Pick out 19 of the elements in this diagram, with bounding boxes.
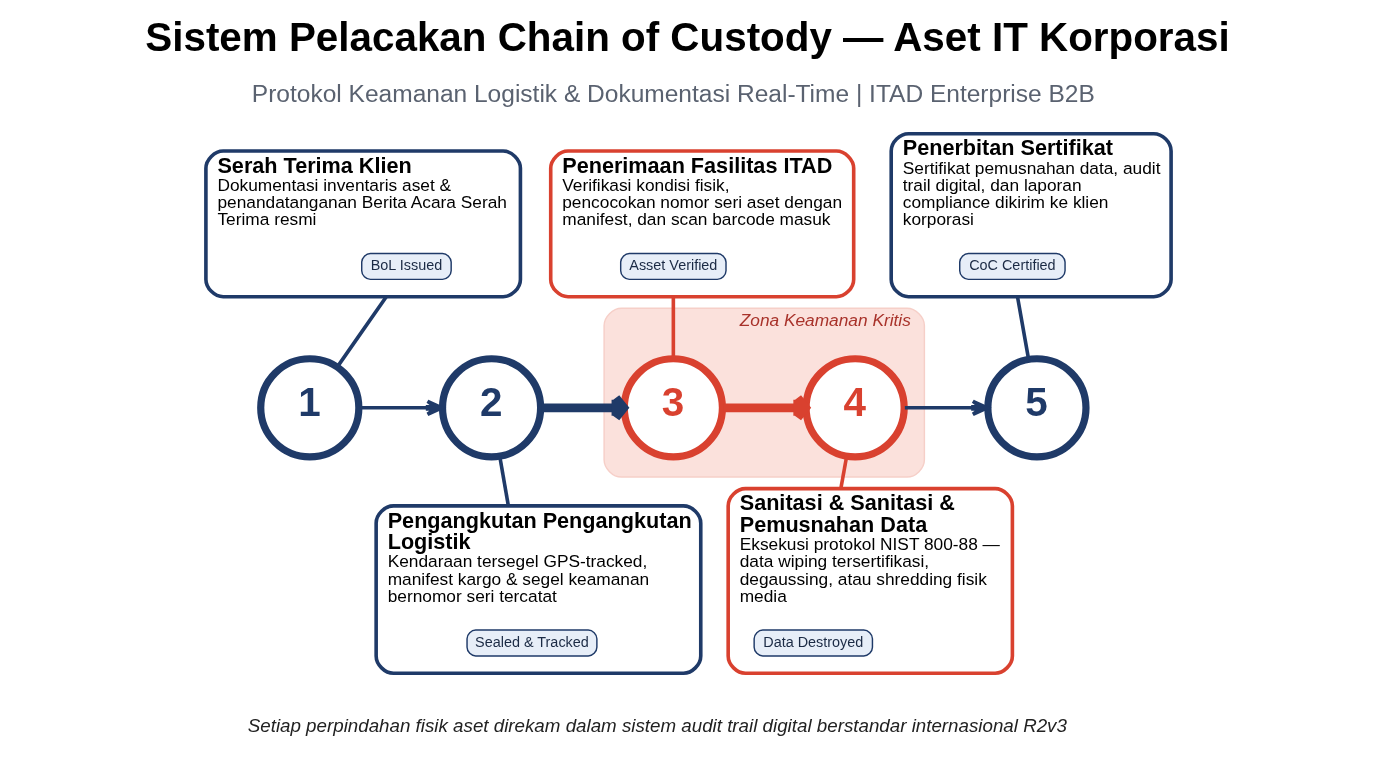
node-circle: 2 <box>438 355 544 461</box>
arrow <box>722 393 810 422</box>
node-box: Sealed & Tracked <box>465 629 598 657</box>
node-box: CoC Certified <box>958 252 1066 281</box>
caption: Setiap perpindahan fisik aset direkam dalam sistem audit trail digital berstandar internasional R2v3 <box>247 714 1067 736</box>
connector <box>335 295 388 368</box>
label: Protokol Keamanan Logistik & Dokumentasi Real-Time | ITAD Enterprise B2B <box>251 80 1095 108</box>
diagram-title: Sistem Pelacakan Chain of Custody — Aset IT Korporasi <box>144 13 1230 60</box>
node-box: BoL Issued <box>360 252 452 281</box>
connector <box>1015 296 1030 360</box>
node-circle: 3 <box>620 355 726 461</box>
node-circle: 1 <box>256 355 362 461</box>
node-box: Data Destroyed <box>752 629 873 657</box>
connector <box>671 296 675 359</box>
arrow <box>904 399 989 417</box>
arrow <box>359 399 444 417</box>
node-box: Asset Verified <box>619 252 727 281</box>
node-circle: 4 <box>801 355 908 461</box>
node-circle: 5 <box>983 355 1090 461</box>
